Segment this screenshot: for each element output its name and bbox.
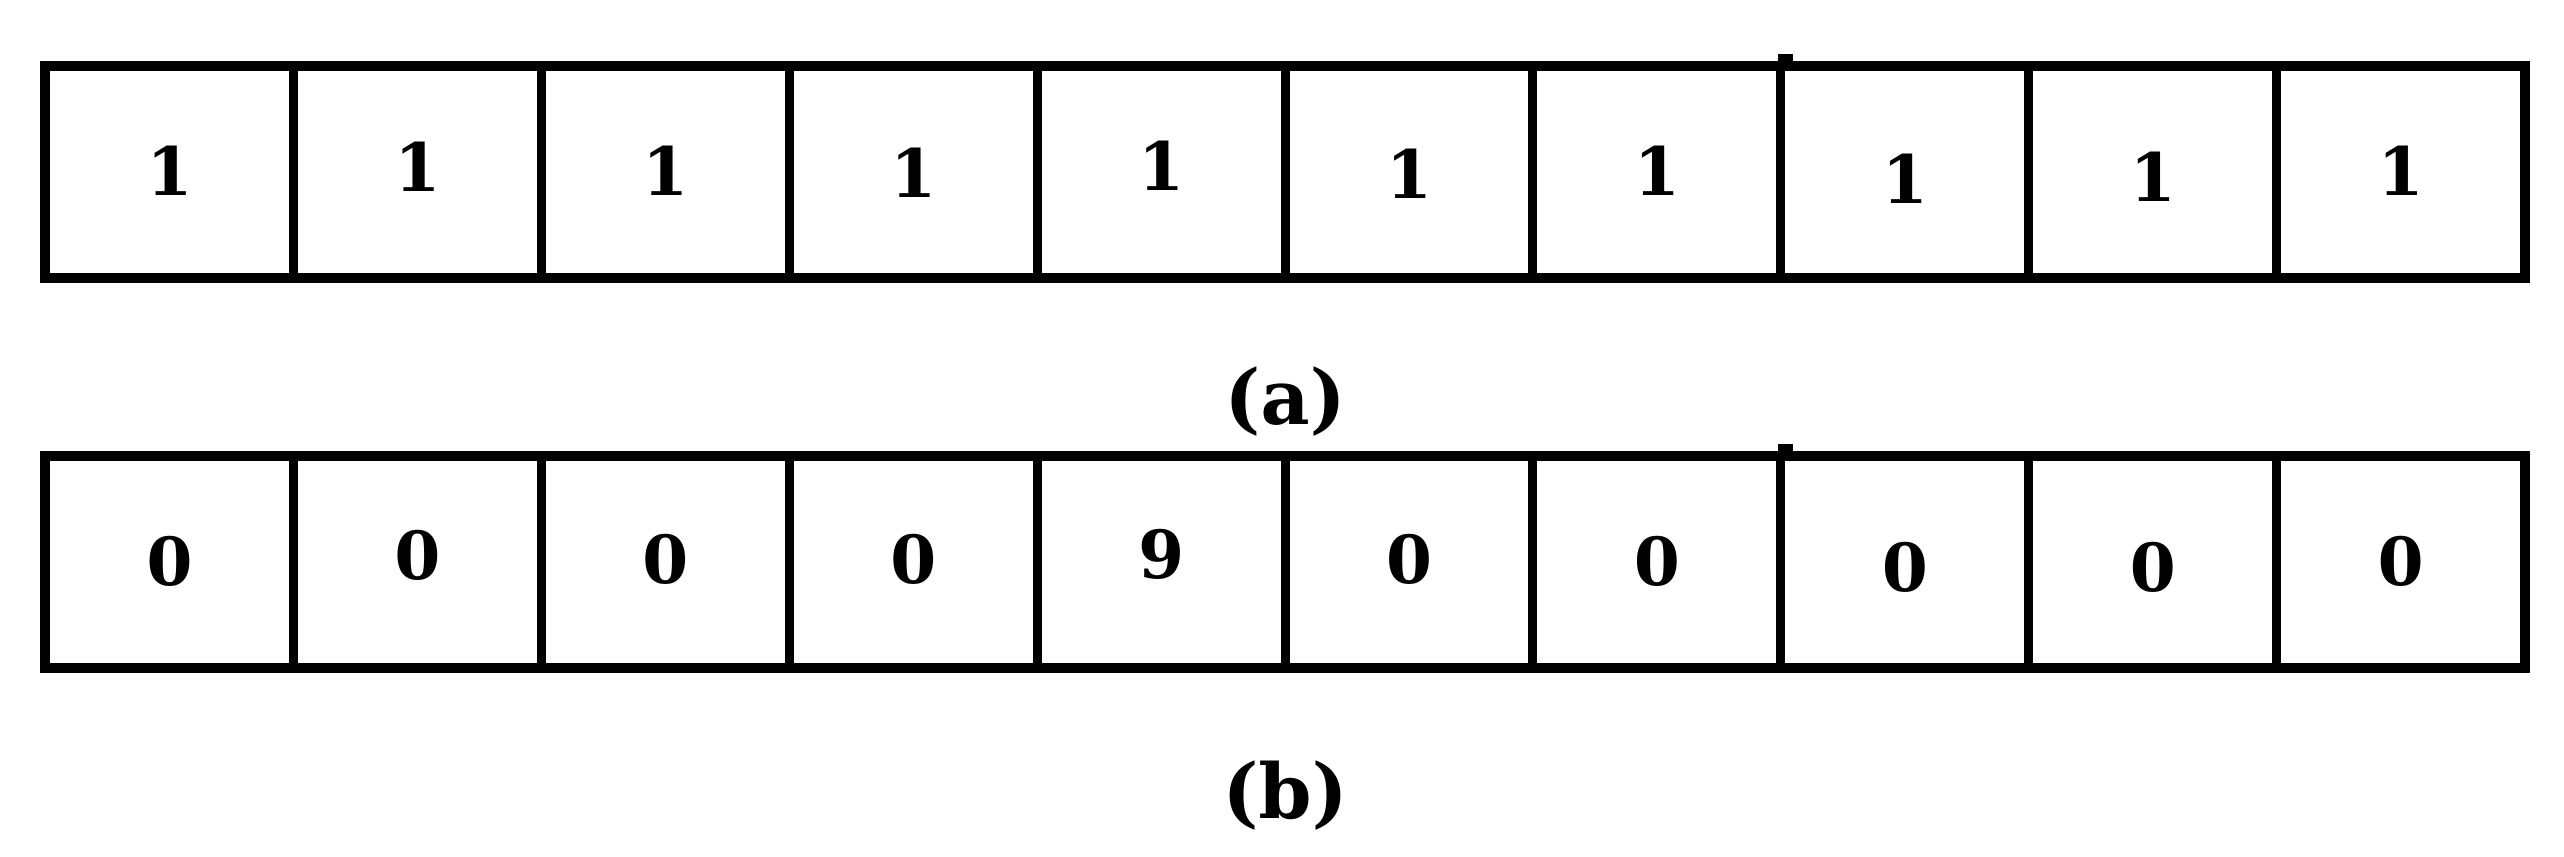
caption-b: (b) (1222, 747, 1348, 836)
array-b-cell-3: 0 (546, 461, 794, 663)
array-b-cell-1: 0 (50, 461, 298, 663)
cell-value: 0 (1386, 521, 1432, 599)
cell-value: 1 (146, 133, 193, 211)
cell-value: 0 (146, 523, 193, 601)
array-a-cell-5: 1 (1042, 71, 1290, 273)
cell-value: 0 (2377, 523, 2424, 601)
array-a-cell-6: 1 (1290, 71, 1538, 273)
cell-value: 0 (890, 521, 937, 599)
array-b-cell-8: 0 (1785, 461, 2034, 663)
array-b-cell-9: 0 (2033, 461, 2282, 663)
cell-value: 1 (1881, 141, 1928, 219)
array-a-cell-1: 1 (50, 71, 298, 273)
cell-value: 1 (642, 133, 689, 211)
array-a-cell-9: 1 (2033, 71, 2282, 273)
border-tick-artifact (1778, 54, 1793, 62)
array-a-cell-3: 1 (546, 71, 794, 273)
array-a-cell-8: 1 (1785, 71, 2034, 273)
cell-value: 1 (1386, 136, 1432, 214)
cell-value: 1 (394, 129, 441, 207)
cell-value: 1 (1633, 133, 1680, 211)
cell-value: 0 (394, 517, 441, 595)
array-b-cell-4: 0 (794, 461, 1042, 663)
cell-value: 0 (642, 521, 689, 599)
array-a-cell-10: 1 (2281, 71, 2520, 273)
border-tick-artifact (1778, 444, 1793, 452)
array-b-cell-5: 9 (1042, 461, 1290, 663)
cell-value: 0 (1881, 529, 1928, 607)
cell-value: 1 (2377, 133, 2424, 211)
cell-value: 1 (890, 135, 937, 213)
array-b-cell-2: 0 (298, 461, 546, 663)
cell-value: 0 (1633, 523, 1680, 601)
cell-value: 9 (1138, 516, 1185, 594)
array-a-cell-4: 1 (794, 71, 1042, 273)
cell-value: 1 (2129, 139, 2176, 217)
array-a-cell-2: 1 (298, 71, 546, 273)
caption-a: (a) (1224, 353, 1346, 442)
array-row-b: 0 0 0 0 9 0 0 0 0 0 (40, 451, 2530, 673)
array-b-cell-6: 0 (1290, 461, 1538, 663)
cell-value: 1 (1138, 128, 1185, 206)
array-b-cell-7: 0 (1537, 461, 1786, 663)
cell-value: 0 (2129, 529, 2176, 607)
array-b-cell-10: 0 (2281, 461, 2520, 663)
array-row-a: 1 1 1 1 1 1 1 1 1 1 (40, 61, 2530, 283)
array-a-cell-7: 1 (1537, 71, 1786, 273)
